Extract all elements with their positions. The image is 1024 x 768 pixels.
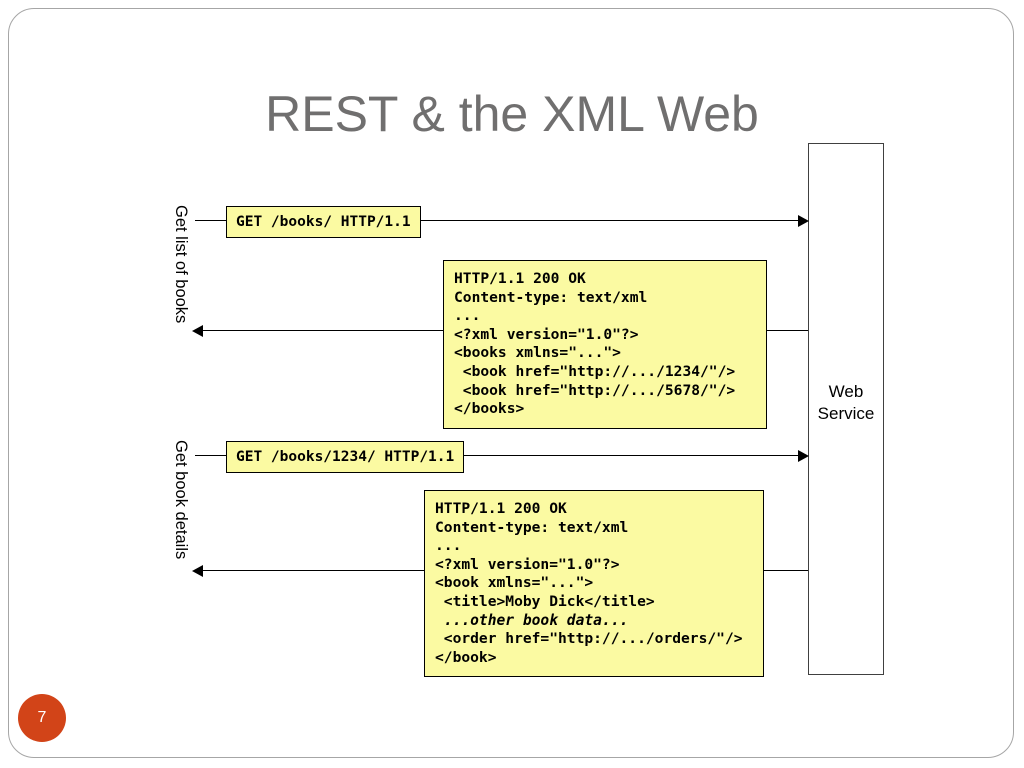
page-number-badge: 7	[18, 694, 66, 742]
response-line: ...	[435, 537, 462, 555]
response-line: <title>Moby Dick</title>	[435, 592, 655, 610]
response-box-2[interactable]: HTTP/1.1 200 OK Content-type: text/xml .…	[424, 490, 764, 678]
response-line: </book>	[435, 648, 497, 666]
response-line: Content-type: text/xml	[454, 288, 648, 306]
request-arrowhead-1	[798, 215, 809, 227]
page-title: REST & the XML Web	[265, 86, 759, 142]
request-box-1[interactable]: GET /books/ HTTP/1.1	[226, 206, 421, 238]
response-line: <books xmlns="...">	[454, 344, 621, 362]
response-line: <book href="http://.../1234/"/>	[454, 362, 736, 380]
response-arrowhead-1	[192, 325, 203, 337]
request-line-1	[195, 220, 800, 221]
web-service-label: Web Service	[808, 381, 884, 425]
request-box-2[interactable]: GET /books/1234/ HTTP/1.1	[226, 441, 465, 473]
response-line: <book xmlns="...">	[435, 574, 594, 592]
response-line: <?xml version="1.0"?>	[454, 325, 639, 343]
response-line: <?xml version="1.0"?>	[435, 555, 620, 573]
response-arrowhead-2	[192, 565, 203, 577]
response-line: HTTP/1.1 200 OK	[435, 500, 567, 517]
response-box-1[interactable]: HTTP/1.1 200 OK Content-type: text/xml .…	[443, 260, 767, 429]
web-service-box	[808, 143, 884, 675]
request-line-2	[195, 455, 800, 456]
web-service-label-line2: Service	[817, 404, 875, 423]
response-line: </books>	[454, 400, 525, 418]
web-service-label-line1: Web	[828, 382, 864, 401]
flow-label-get-list-of-books: Get list of books	[172, 205, 190, 324]
flow-label-get-book-details: Get book details	[172, 440, 190, 560]
response-line: Content-type: text/xml	[435, 518, 629, 536]
request-arrowhead-2	[798, 450, 809, 462]
response-line: HTTP/1.1 200 OK	[454, 270, 586, 287]
response-line: ...	[454, 307, 481, 325]
response-line: <book href="http://.../5678/"/>	[454, 381, 736, 399]
response-line: <order href="http://.../orders/"/>	[435, 630, 743, 648]
response-line: ...other book data...	[435, 611, 629, 629]
